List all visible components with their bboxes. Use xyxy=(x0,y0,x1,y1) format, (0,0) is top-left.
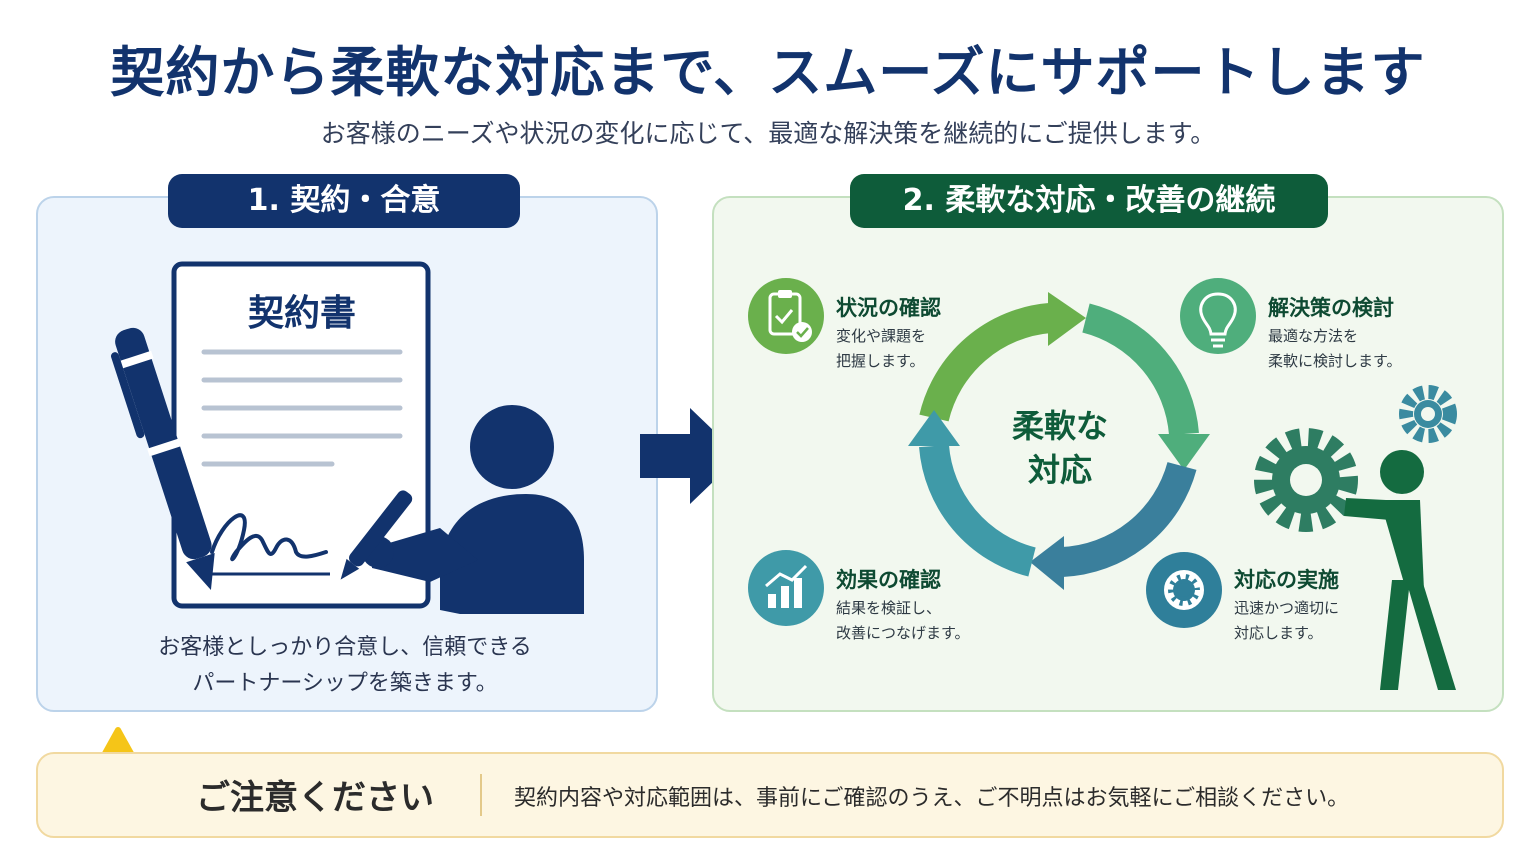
feature-desc-status-check: 変化や課題を 把握します。 xyxy=(836,324,1056,374)
feature-title-solution-review: 解決策の検討 xyxy=(1268,296,1394,320)
step1-caption-line1: お客様としっかり合意し、信頼できる xyxy=(158,635,532,660)
feature-desc-line: 迅速かつ適切に xyxy=(1234,599,1340,617)
step1-label: 1. 契約・合意 xyxy=(168,174,520,228)
flexible-support-panel xyxy=(712,196,1504,712)
person-with-gears-icon xyxy=(1254,385,1457,690)
page-title: 契約から柔軟な対応まで、スムーズにサポートします xyxy=(110,41,1426,104)
feature-desc-solution-review: 最適な方法を 柔軟に検討します。 xyxy=(1268,324,1488,374)
notice-label: ご注意ください xyxy=(196,778,434,818)
feature-title-status-check: 状況の確認 xyxy=(836,296,941,320)
notice-box xyxy=(36,752,1504,838)
person-signing-icon xyxy=(340,405,584,614)
feature-desc-line: 最適な方法を xyxy=(1268,327,1359,345)
cycle-center-line1: 柔軟な xyxy=(1011,407,1108,445)
page-subtitle: お客様のニーズや状況の変化に応じて、最適な解決策を継続的にご提供します。 xyxy=(320,119,1216,148)
feature-title-implementation: 対応の実施 xyxy=(1234,568,1339,592)
feature-desc-line: 柔軟に検討します。 xyxy=(1268,352,1402,370)
feature-title-effect-check: 効果の確認 xyxy=(836,568,941,592)
gear-icon xyxy=(1146,552,1222,628)
step2-label: 2. 柔軟な対応・改善の継続 xyxy=(850,174,1328,228)
feature-desc-line: 対応します。 xyxy=(1234,624,1323,642)
clipboard-check-icon xyxy=(748,278,824,354)
feature-desc-effect-check: 結果を検証し、 改善につなげます。 xyxy=(836,596,1056,646)
feature-desc-line: 変化や課題を xyxy=(836,327,927,345)
notice-text: 契約内容や対応範囲は、事前にご確認のうえ、ご不明点はお気軽にご相談ください。 xyxy=(514,786,1350,811)
feature-desc-line: 改善につなげます。 xyxy=(836,624,970,642)
step1-caption: お客様としっかり合意し、信頼できる パートナーシップを築きます。 xyxy=(36,630,654,702)
step1-caption-line2: パートナーシップを築きます。 xyxy=(192,671,498,696)
notice-divider xyxy=(480,774,482,816)
feature-desc-line: 把握します。 xyxy=(836,352,925,370)
cycle-center-line2: 対応 xyxy=(1027,451,1092,489)
lightbulb-icon xyxy=(1180,278,1256,354)
cycle-center-label: 柔軟な 対応 xyxy=(980,404,1140,492)
bar-chart-icon xyxy=(748,550,824,626)
feature-desc-implementation: 迅速かつ適切に 対応します。 xyxy=(1234,596,1454,646)
signature-mark xyxy=(210,513,328,562)
document-title: 契約書 xyxy=(247,293,356,334)
feature-desc-line: 結果を検証し、 xyxy=(836,599,942,617)
cycle-arrows-icon xyxy=(908,292,1210,590)
pen-icon xyxy=(110,327,215,590)
